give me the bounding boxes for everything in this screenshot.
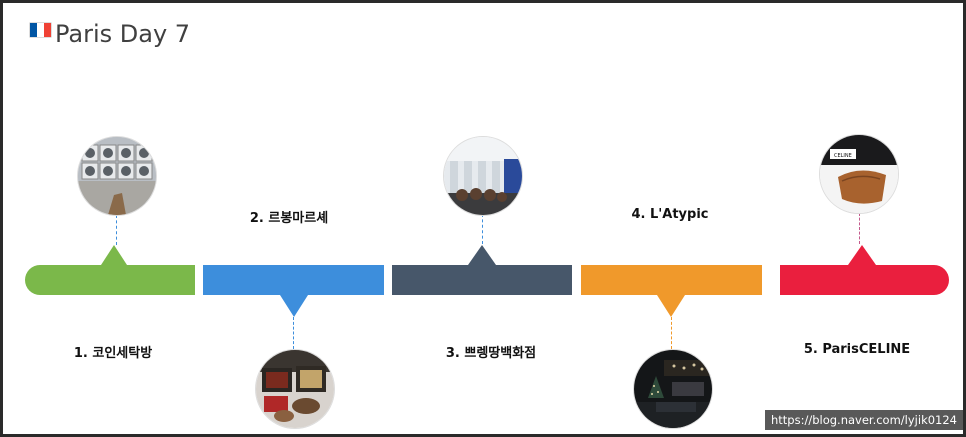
photo-laundromat [77,136,157,216]
france-flag-icon [30,23,51,37]
stop-label-3: 3. 쁘렝땅백화점 [445,346,537,361]
photo-celine-bag: CELINE [819,134,899,214]
connector-5 [859,213,860,244]
stop-label-5: 5. ParisCELINE [803,342,911,357]
timeline-segment-5 [780,245,949,295]
stop-label-2: 2. 르봉마르셰 [249,211,329,226]
timeline-segment-2 [203,265,384,317]
timeline-slide: Paris Day 7 [3,3,963,434]
stop-label-4: 4. L'Atypic [631,207,709,222]
connector-2 [293,317,294,349]
photo-bar-interior [633,349,713,429]
slide-title: Paris Day 7 [30,17,190,51]
blog-watermark: https://blog.naver.com/lyjik0124 [764,410,963,430]
connector-1 [116,215,117,245]
connector-3 [482,214,483,244]
connector-4 [671,317,672,349]
stop-label-1: 1. 코인세탁방 [73,346,153,361]
timeline-segment-3 [392,245,572,295]
timeline-segment-4 [581,265,762,317]
photo-food-boxes [255,349,335,429]
timeline-segment-1 [25,245,195,295]
photo-department-store [443,136,523,216]
title-text: Paris Day 7 [55,20,191,48]
svg-text:CELINE: CELINE [834,153,852,159]
